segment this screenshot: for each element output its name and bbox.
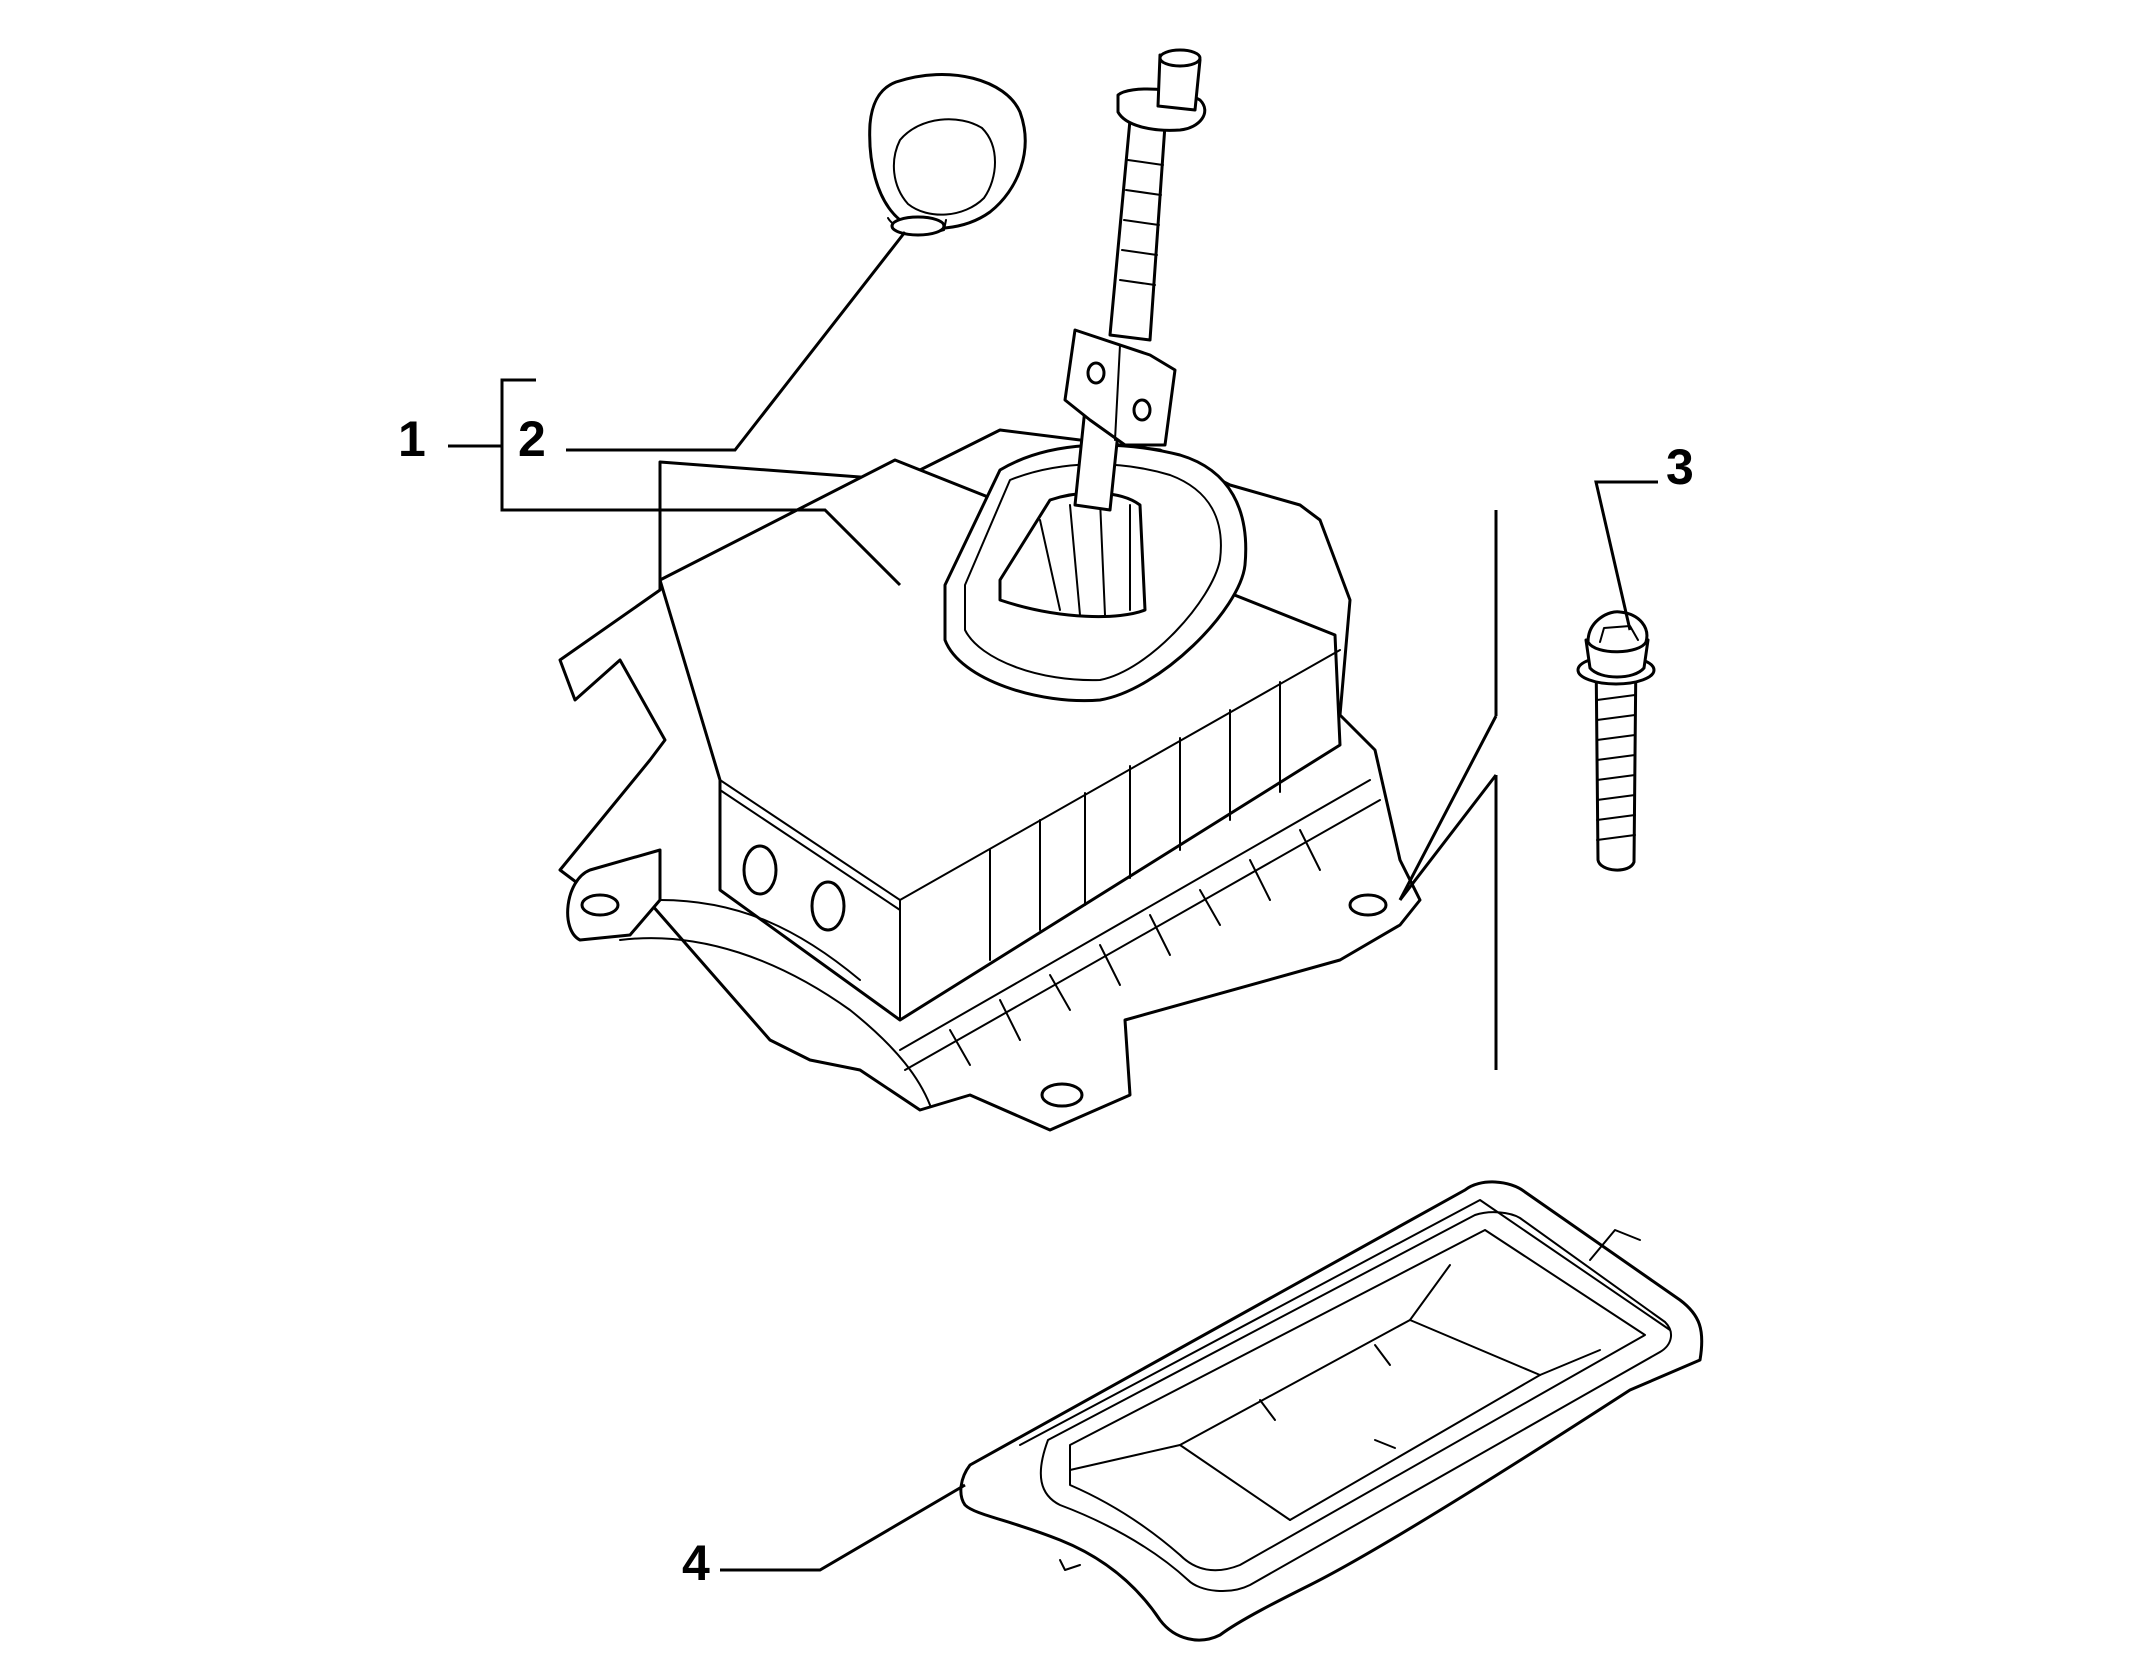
gear-shifter-assembly <box>558 48 1422 1132</box>
callout-3: 3 <box>1666 439 1694 495</box>
gear-knob <box>868 73 1027 237</box>
leader-lines <box>448 231 1658 1572</box>
callout-2: 2 <box>518 411 546 467</box>
callout-4: 4 <box>682 1535 710 1591</box>
trim-tray <box>959 1180 1704 1642</box>
flange-bolt <box>1576 610 1656 872</box>
callout-1: 1 <box>398 411 426 467</box>
